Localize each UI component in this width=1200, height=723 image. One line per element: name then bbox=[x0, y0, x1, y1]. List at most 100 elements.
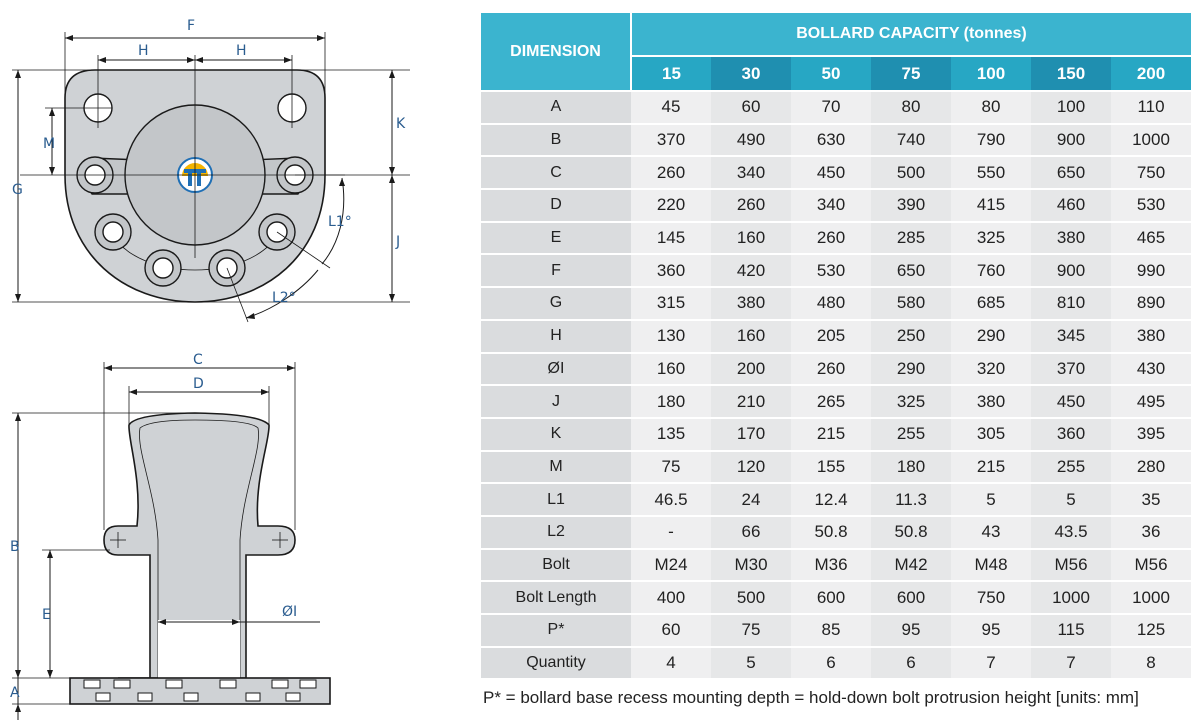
label-B: B bbox=[10, 539, 20, 555]
capacity-column-header: 100 bbox=[951, 55, 1031, 91]
row-label: Quantity bbox=[481, 645, 631, 679]
row-label: Bolt bbox=[481, 547, 631, 582]
table-cell: 400 bbox=[631, 580, 711, 614]
capacity-column-header: 15 bbox=[631, 55, 711, 91]
row-label: K bbox=[481, 416, 631, 451]
table-cell: 280 bbox=[1111, 449, 1191, 484]
table-cell: 415 bbox=[951, 188, 1031, 222]
row-label: B bbox=[481, 122, 631, 157]
table-cell: 60 bbox=[711, 90, 791, 124]
table-cell: 890 bbox=[1111, 286, 1191, 320]
row-label: G bbox=[481, 286, 631, 320]
table-cell: 480 bbox=[791, 286, 871, 320]
table-cell: 80 bbox=[871, 90, 951, 124]
table-cell: 8 bbox=[1111, 645, 1191, 679]
bollard-drawing: F H H M G K J L1° L2° C D B E ØI A bbox=[10, 18, 410, 720]
table-cell: 500 bbox=[871, 155, 951, 190]
table-cell: 650 bbox=[871, 253, 951, 288]
table-cell: 46.5 bbox=[631, 482, 711, 516]
row-label: ØI bbox=[481, 351, 631, 386]
row-label: E bbox=[481, 220, 631, 255]
table-cell: 325 bbox=[951, 220, 1031, 255]
label-M: M bbox=[43, 136, 55, 152]
table-cell: 250 bbox=[871, 318, 951, 353]
table-cell: 120 bbox=[711, 449, 791, 484]
table-cell: 130 bbox=[631, 318, 711, 353]
table-cell: 220 bbox=[631, 188, 711, 222]
row-label: H bbox=[481, 318, 631, 353]
table-cell: 460 bbox=[1031, 188, 1111, 222]
table-cell: 360 bbox=[631, 253, 711, 288]
table-cell: 5 bbox=[951, 482, 1031, 516]
capacity-column-header: 200 bbox=[1111, 55, 1191, 91]
table-cell: 100 bbox=[1031, 90, 1111, 124]
table-cell: 580 bbox=[871, 286, 951, 320]
table-cell: 340 bbox=[791, 188, 871, 222]
row-label: Bolt Length bbox=[481, 580, 631, 614]
table-cell: 320 bbox=[951, 351, 1031, 386]
table-cell: 380 bbox=[711, 286, 791, 320]
table-cell: 430 bbox=[1111, 351, 1191, 386]
table-cell: 50.8 bbox=[791, 514, 871, 549]
table-cell: 75 bbox=[711, 613, 791, 647]
table-cell: 255 bbox=[871, 416, 951, 451]
table-cell: 750 bbox=[1111, 155, 1191, 190]
table-cell: 530 bbox=[1111, 188, 1191, 222]
bolt-hole-inner bbox=[152, 257, 174, 279]
table-cell: 315 bbox=[631, 286, 711, 320]
table-cell: 790 bbox=[951, 122, 1031, 157]
table-cell: 500 bbox=[711, 580, 791, 614]
table-cell: 490 bbox=[711, 122, 791, 157]
table-cell: 530 bbox=[791, 253, 871, 288]
table-cell: 650 bbox=[1031, 155, 1111, 190]
table-cell: 145 bbox=[631, 220, 711, 255]
label-phiI: ØI bbox=[282, 604, 297, 620]
table-cell: 115 bbox=[1031, 613, 1111, 647]
table-cell: 24 bbox=[711, 482, 791, 516]
table-cell: 160 bbox=[631, 351, 711, 386]
table-cell: 600 bbox=[871, 580, 951, 614]
table-cell: 360 bbox=[1031, 416, 1111, 451]
capacity-header: BOLLARD CAPACITY (tonnes) bbox=[631, 13, 1191, 56]
table-cell: 760 bbox=[951, 253, 1031, 288]
table-cell: 810 bbox=[1031, 286, 1111, 320]
table-cell: 990 bbox=[1111, 253, 1191, 288]
table-cell: M42 bbox=[871, 547, 951, 582]
row-label: J bbox=[481, 384, 631, 418]
table-cell: 205 bbox=[791, 318, 871, 353]
footnote: P* = bollard base recess mounting depth … bbox=[483, 688, 1139, 707]
row-label: A bbox=[481, 90, 631, 124]
table-cell: M24 bbox=[631, 547, 711, 582]
table-cell: M30 bbox=[711, 547, 791, 582]
table-cell: 600 bbox=[791, 580, 871, 614]
table-cell: 43 bbox=[951, 514, 1031, 549]
capacity-column-header: 75 bbox=[871, 55, 951, 91]
table-cell: 50.8 bbox=[871, 514, 951, 549]
table-cell: 135 bbox=[631, 416, 711, 451]
table-cell: 255 bbox=[1031, 449, 1111, 484]
table-cell: 450 bbox=[1031, 384, 1111, 418]
table-cell: 215 bbox=[951, 449, 1031, 484]
table-cell: 66 bbox=[711, 514, 791, 549]
table-cell: 290 bbox=[871, 351, 951, 386]
row-label: C bbox=[481, 155, 631, 190]
table-cell: 75 bbox=[631, 449, 711, 484]
table-cell: 170 bbox=[711, 416, 791, 451]
table-cell: 260 bbox=[791, 220, 871, 255]
table-cell: 380 bbox=[1111, 318, 1191, 353]
table-cell: 5 bbox=[1031, 482, 1111, 516]
table-cell: 380 bbox=[1031, 220, 1111, 255]
plan-view bbox=[12, 32, 410, 323]
